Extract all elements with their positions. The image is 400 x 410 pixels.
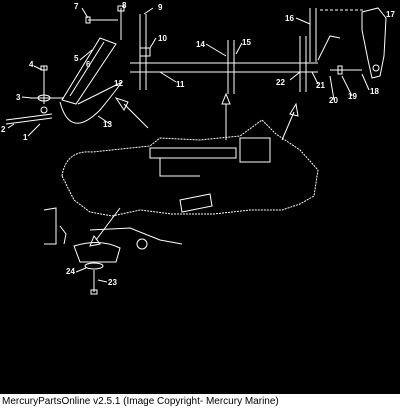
leader-15 <box>236 43 242 54</box>
upper-left-assembly <box>6 38 122 124</box>
leader-23 <box>98 280 107 282</box>
callout-15: 15 <box>242 38 251 47</box>
bolt-23-head <box>91 290 97 294</box>
leader-13 <box>98 116 110 124</box>
callout-1: 1 <box>23 133 28 142</box>
callout-7: 7 <box>74 2 79 11</box>
leader-lines <box>8 8 369 282</box>
leader-4 <box>34 66 42 70</box>
arrow-left-head <box>116 98 128 110</box>
callout-21: 21 <box>316 81 325 90</box>
callout-17: 17 <box>386 10 395 19</box>
leader-2 <box>8 124 14 128</box>
lower-pulley <box>137 239 147 249</box>
callout-12: 12 <box>114 79 123 88</box>
callout-9: 9 <box>158 3 163 12</box>
bracket-6-edge <box>70 42 104 96</box>
callout-18: 18 <box>370 87 379 96</box>
callout-24: 24 <box>66 267 75 276</box>
bolt-4-head <box>41 66 47 70</box>
copyright-caption: MercuryPartsOnline v2.5.1 (Image Copyrig… <box>0 394 400 410</box>
linkage-drop <box>160 158 200 176</box>
bracket-5 <box>62 38 116 104</box>
leader-1 <box>28 124 40 136</box>
arrow-right-head <box>290 104 298 116</box>
arrow-mid-head <box>222 94 230 104</box>
block-10 <box>140 48 150 56</box>
leader-19 <box>342 76 352 96</box>
leader-20 <box>330 76 334 100</box>
callout-5: 5 <box>74 54 79 63</box>
arrow-right-shaft <box>282 112 294 140</box>
arrow-bottom-head <box>90 236 100 246</box>
callout-13: 13 <box>103 120 112 129</box>
linkage-bracket <box>240 138 270 162</box>
pivot-washer <box>41 107 47 113</box>
leader-24 <box>76 268 86 272</box>
callout-19: 19 <box>348 92 357 101</box>
bolt-8-head <box>118 6 124 11</box>
lever-17 <box>362 8 386 78</box>
leader-11 <box>160 72 176 82</box>
cable-13 <box>60 82 122 123</box>
top-shaft-assembly <box>86 6 386 94</box>
callout-3: 3 <box>16 93 21 102</box>
bolt-7-head <box>86 17 90 23</box>
callout-labels: 1 2 3 4 5 6 7 8 9 10 11 12 13 14 15 16 1… <box>1 1 395 287</box>
leader-21 <box>312 72 318 84</box>
linkage-bar <box>150 148 236 158</box>
direction-arrows <box>90 94 298 246</box>
callout-6: 6 <box>86 60 91 69</box>
block-outline <box>62 120 318 216</box>
exploded-view: 1 2 3 4 5 6 7 8 9 10 11 12 13 14 15 16 1… <box>1 1 395 394</box>
leader-14 <box>206 44 226 56</box>
lower-housing <box>90 228 182 244</box>
leader-5 <box>80 50 92 60</box>
clip-19 <box>338 66 342 74</box>
arrow-left-shaft <box>124 104 148 128</box>
leader-18 <box>362 74 369 90</box>
washer-3 <box>37 94 51 102</box>
leader-16 <box>296 18 310 24</box>
base-block <box>180 194 212 212</box>
lower-fasteners <box>84 262 104 294</box>
callout-11: 11 <box>176 80 185 89</box>
washer-24 <box>84 262 104 270</box>
leader-10 <box>150 38 156 48</box>
arrow-bottom-shaft <box>96 208 120 240</box>
mount-base <box>74 242 120 262</box>
callout-16: 16 <box>285 14 294 23</box>
callout-20: 20 <box>329 96 338 105</box>
bracket-21 <box>318 36 340 60</box>
callout-2: 2 <box>1 125 6 134</box>
side-bracket <box>44 208 56 244</box>
callout-23: 23 <box>108 278 117 287</box>
link-12 <box>78 82 122 104</box>
leader-22 <box>290 72 300 80</box>
callout-4: 4 <box>29 60 34 69</box>
lever-17-hole <box>373 65 379 71</box>
leader-7 <box>82 8 88 18</box>
engine-block <box>44 120 318 262</box>
lever-arm <box>6 114 52 120</box>
callout-10: 10 <box>158 34 167 43</box>
leader-3 <box>22 97 32 98</box>
parts-diagram: 1 2 3 4 5 6 7 8 9 10 11 12 13 14 15 16 1… <box>1 1 396 394</box>
leader-9 <box>144 8 153 14</box>
callout-8: 8 <box>122 1 127 10</box>
lever-arm-lower <box>6 118 52 124</box>
side-fitting <box>60 226 66 244</box>
callout-14: 14 <box>196 40 205 49</box>
callout-22: 22 <box>276 78 285 87</box>
